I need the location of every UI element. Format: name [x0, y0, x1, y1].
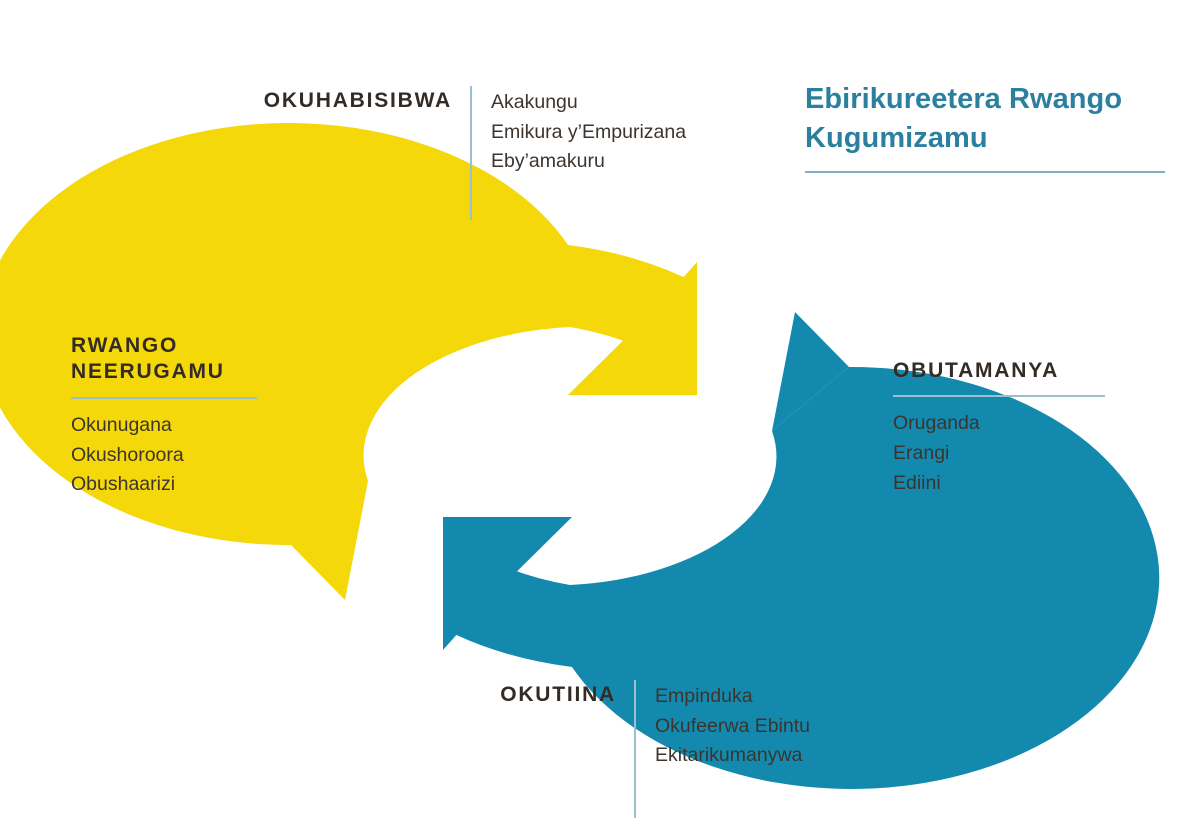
title-underline-rule: [805, 171, 1165, 174]
block-obutamanya-heading: OBUTAMANYA: [893, 359, 1060, 382]
teal-arrow: [443, 312, 1160, 789]
teal-arrow-head: [443, 517, 572, 650]
yellow-arrow: [0, 123, 697, 600]
list-item: Akakungu: [491, 91, 578, 113]
yellow-arrow-tail: [291, 481, 368, 600]
block-okuhabisibwa-items: Akakungu Emikura y’Empurizana Eby’amakur…: [491, 86, 686, 177]
block-okutiina-heading: OKUTIINA: [500, 683, 616, 706]
yellow-arc-band: [0, 123, 697, 546]
block-okuhabisibwa: OKUHABISIBWA Akakungu Emikura y’Empuriza…: [212, 86, 686, 220]
list-item: Okushoroora: [71, 443, 184, 466]
yellow-arrow-head: [568, 262, 697, 395]
list-item: Ediini: [893, 471, 941, 494]
block-obutamanya-items: Oruganda Erangi Ediini: [893, 409, 1105, 498]
block-okutiina: OKUTIINA Empinduka Okufeerwa Ebintu Ekit…: [468, 680, 810, 818]
block-obutamanya-rule: [893, 395, 1105, 398]
title-block: Ebirikureetera Rwango Kugumizamu: [805, 80, 1167, 174]
block-okutiina-items: Empinduka Okufeerwa Ebintu Ekitarikumany…: [655, 680, 810, 771]
list-item: Obushaarizi: [71, 473, 176, 496]
list-item: Eby’amakuru: [491, 150, 605, 173]
block-rwango-neerugamu-rule: [71, 396, 257, 399]
block-okuhabisibwa-heading: OKUHABISIBWA: [263, 89, 452, 112]
page-title: Ebirikureetera Rwango Kugumizamu: [805, 83, 1123, 154]
block-obutamanya: OBUTAMANYA Oruganda Erangi Ediini: [893, 358, 1105, 498]
list-item: Emikura y’Empurizana: [491, 120, 687, 143]
list-item: Empinduka: [655, 685, 753, 707]
block-rwango-neerugamu: RWANGO NEERUGAMU Okunugana Okushoroora O…: [71, 333, 257, 500]
list-item: Oruganda: [893, 412, 980, 435]
list-item: Erangi: [893, 442, 950, 465]
block-rwango-neerugamu-items: Okunugana Okushoroora Obushaarizi: [71, 411, 257, 500]
teal-arc-band: [443, 366, 1160, 789]
teal-arrow-tail: [772, 312, 849, 431]
list-item: Ekitarikumanywa: [655, 744, 803, 767]
heading-line-2: NEERUGAMU: [71, 360, 225, 384]
list-item: Okufeerwa Ebintu: [655, 714, 811, 737]
list-item: Okunugana: [71, 413, 172, 436]
heading-line-1: RWANGO: [71, 334, 179, 357]
block-okuhabisibwa-rule: [470, 86, 472, 220]
block-rwango-neerugamu-heading: RWANGO NEERUGAMU: [71, 333, 257, 386]
block-okutiina-rule: [634, 680, 636, 818]
